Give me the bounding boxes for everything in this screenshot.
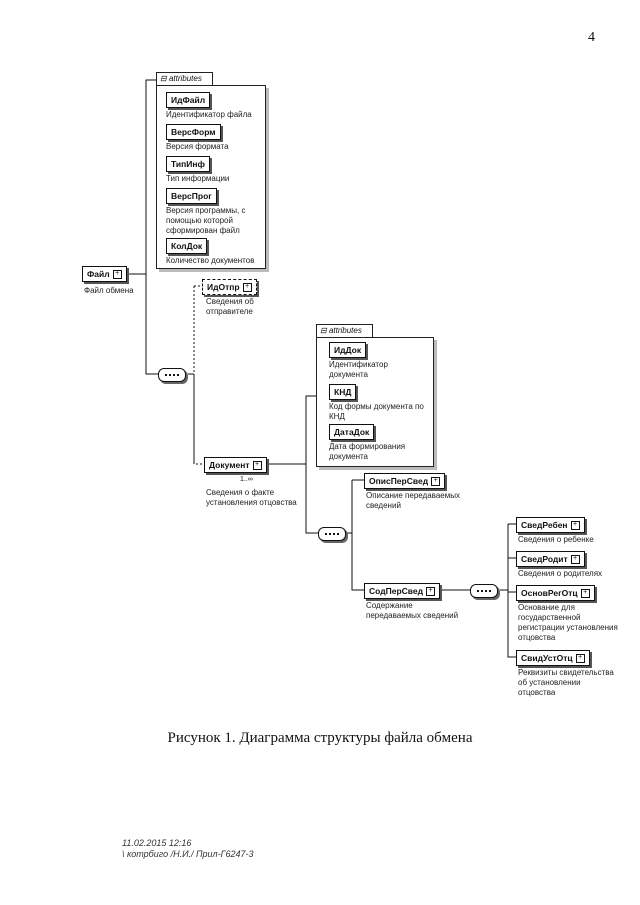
attr-tipinf-desc: Тип информации [166, 174, 230, 183]
attributes-tab: ⊟ attributes [156, 72, 213, 85]
page-number: 4 [588, 30, 595, 45]
collapse-icon: ⊟ [320, 326, 327, 335]
svedreben-desc: Сведения о ребенке [518, 535, 594, 544]
opispersved-element[interactable]: ОписПерСвед+ [364, 473, 446, 489]
attr-tipinf[interactable]: ТипИнф [166, 156, 210, 172]
opispersved-label: ОписПерСвед [369, 476, 429, 486]
attr-iddok-desc: Идентификатор документа [329, 360, 388, 379]
attr-iddok[interactable]: ИдДок [329, 342, 367, 358]
expand-icon[interactable]: + [431, 477, 441, 487]
idotpr-desc: Сведения об отправителе [206, 297, 254, 316]
expand-icon[interactable]: + [242, 283, 252, 293]
stamp-line1: 11.02.2015 12:16 [122, 838, 192, 848]
sequence-compositor[interactable] [158, 368, 186, 382]
svedrodit-label: СведРодит [521, 554, 568, 564]
stamp-line2: \ котрбиго /Н.И./ Прил-Г6247-3 [122, 849, 254, 859]
document-element[interactable]: Документ+ [204, 457, 267, 473]
attr-versform[interactable]: ВерсФорм [166, 124, 221, 140]
attr-datadok-desc: Дата формирования документа [329, 442, 406, 461]
attr-idfile-desc: Идентификатор файла [166, 110, 252, 119]
svedrodit-element[interactable]: СведРодит+ [516, 551, 585, 567]
osnovregotc-element[interactable]: ОсновРегОтц+ [516, 585, 595, 601]
expand-icon[interactable]: + [426, 587, 436, 597]
attr-versprog[interactable]: ВерсПрог [166, 188, 217, 204]
expand-icon[interactable]: + [580, 589, 590, 599]
root-element-desc: Файл обмена [84, 286, 134, 295]
attr-knd[interactable]: КНД [329, 384, 357, 400]
svedrodit-desc: Сведения о родителях [518, 569, 603, 578]
expand-icon[interactable]: + [570, 555, 580, 565]
idotpr-element[interactable]: ИдОтпр+ [202, 279, 257, 295]
sequence-compositor[interactable] [318, 527, 346, 541]
osnovregotc-label: ОсновРегОтц [521, 588, 578, 598]
expand-icon[interactable]: + [570, 521, 580, 531]
attr-datadok[interactable]: ДатаДок [329, 424, 375, 440]
sodpersved-label: СодПерСвед [369, 586, 424, 596]
root-element[interactable]: Файл+ [82, 266, 127, 282]
document-occurs: 1..∞ [240, 476, 253, 483]
osnovregotc-desc: Основание для государственной регистраци… [518, 603, 618, 642]
svidustotc-element[interactable]: СвидУстОтц+ [516, 650, 590, 666]
collapse-icon: ⊟ [160, 74, 167, 83]
attr-versprog-desc: Версия программы, с помощью которой сфор… [166, 206, 246, 235]
expand-icon[interactable]: + [575, 654, 585, 664]
expand-icon[interactable]: + [252, 461, 262, 471]
svedreben-element[interactable]: СведРебен+ [516, 517, 585, 533]
expand-icon[interactable]: + [112, 270, 122, 280]
opispersved-desc: Описание передаваемых сведений [366, 491, 460, 510]
attr-versform-desc: Версия формата [166, 142, 229, 151]
attr-koldok-desc: Количество документов [166, 256, 255, 265]
sequence-compositor[interactable] [470, 584, 498, 598]
attr-koldok[interactable]: КолДок [166, 238, 208, 254]
sodpersved-element[interactable]: СодПерСвед+ [364, 583, 441, 599]
sodpersved-desc: Содержание передаваемых сведений [366, 601, 459, 620]
attributes-tab: ⊟ attributes [316, 324, 373, 337]
attributes-label: attributes [328, 326, 362, 335]
figure-caption: Рисунок 1. Диаграмма структуры файла обм… [167, 730, 473, 746]
attributes-label: attributes [168, 74, 202, 83]
attr-knd-desc: Код формы документа по КНД [329, 402, 424, 421]
svidustotc-label: СвидУстОтц [521, 653, 573, 663]
document-desc: Сведения о факте установления отцовства [206, 488, 297, 507]
root-attributes-box: ИдФайл Идентификатор файла ВерсФорм Верс… [156, 85, 266, 269]
svedreben-label: СведРебен [521, 520, 568, 530]
document-attributes-box: ИдДок Идентификатор документа КНД Код фо… [316, 337, 434, 467]
document-label: Документ [209, 460, 250, 470]
svidustotc-desc: Реквизиты свидетельства об установлении … [518, 668, 614, 697]
root-element-label: Файл [87, 269, 110, 279]
idotpr-label: ИдОтпр [207, 282, 240, 292]
attr-idfile[interactable]: ИдФайл [166, 92, 211, 108]
